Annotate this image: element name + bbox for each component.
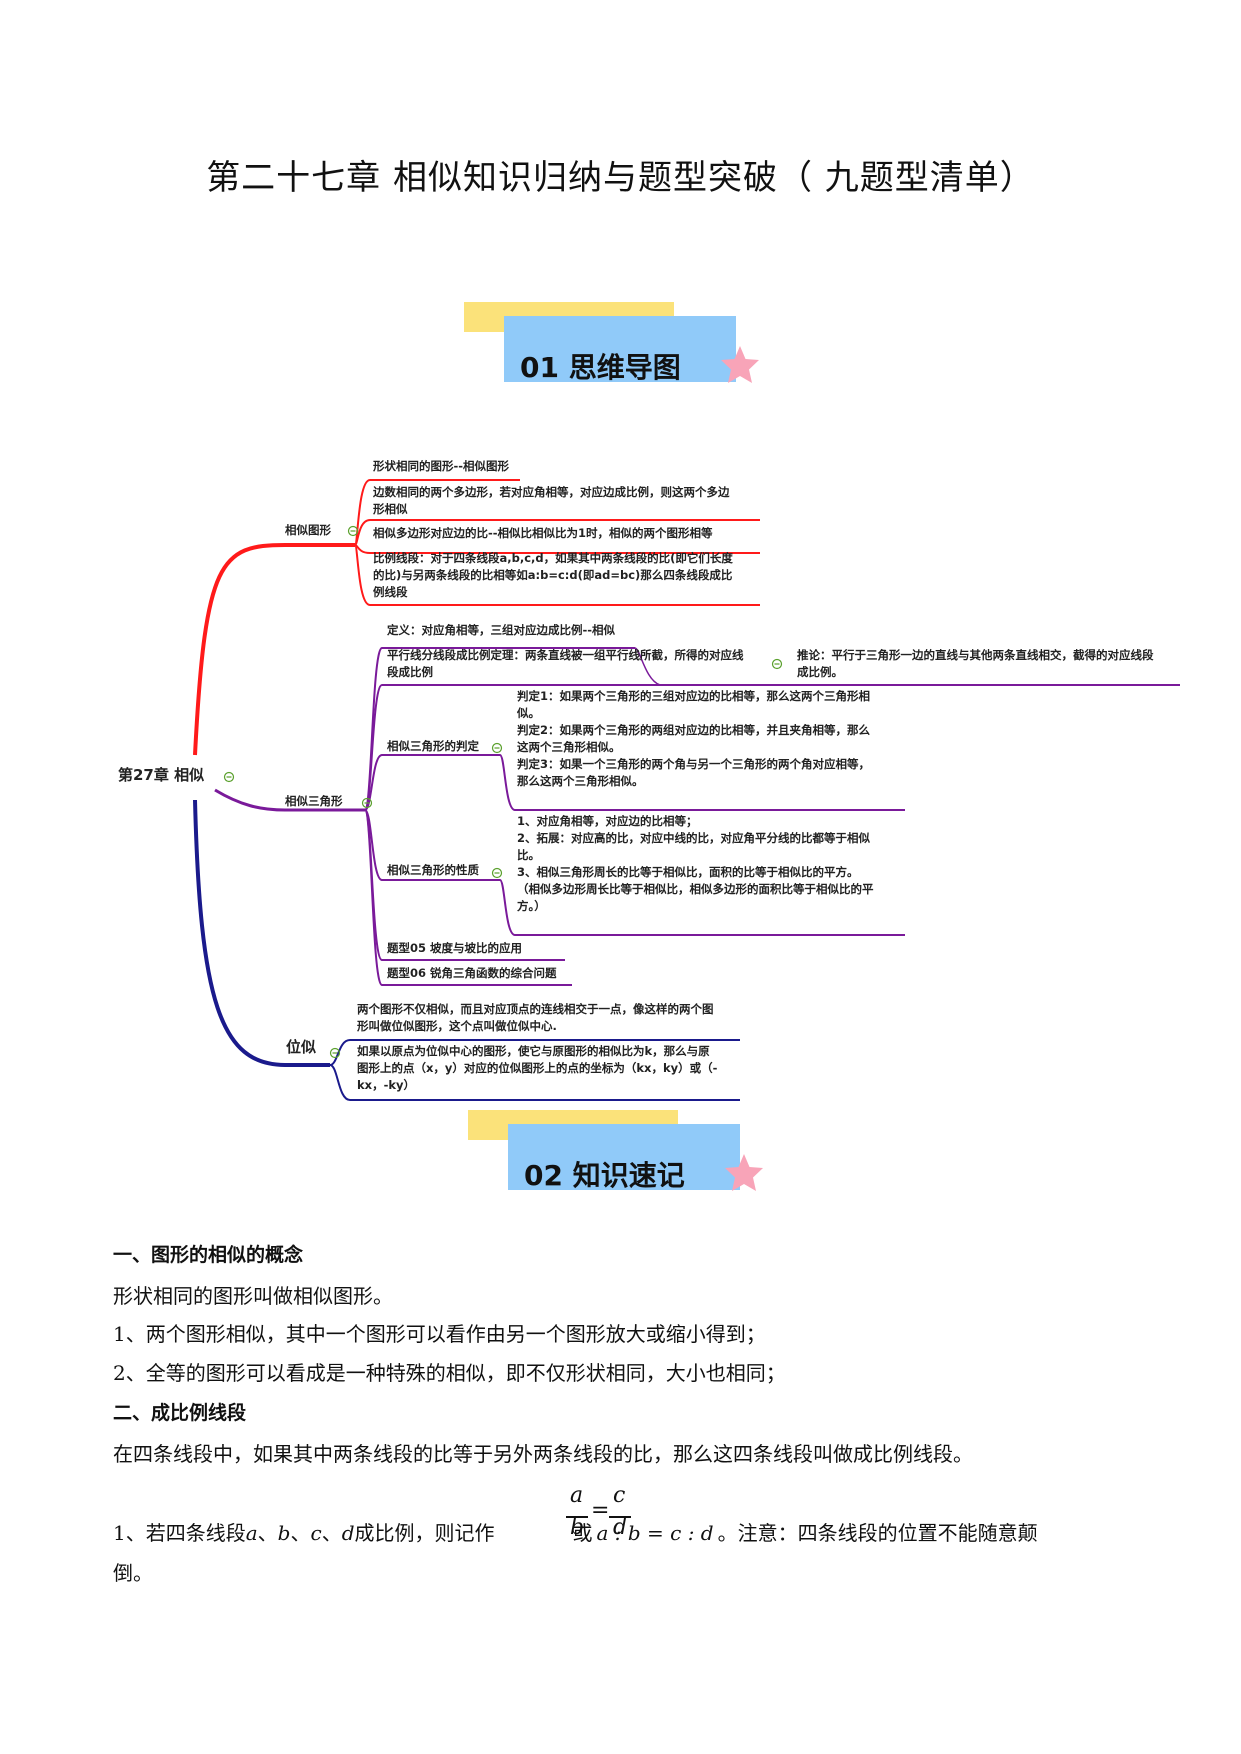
leaf-type06: 题型06 锐角三角函数的综合问题 [387,966,557,980]
leaf-type05: 题型05 坡度与坡比的应用 [387,941,523,955]
heading-similar-concept: 一、图形的相似的概念 [113,1244,304,1266]
section-banner-notes: 02 知识速记 [468,1110,768,1210]
paragraph: 2、全等的图形可以看成是一种特殊的相似，即不仅形状相同，大小也相同； [113,1361,786,1385]
banner-blue-block [508,1124,740,1190]
leaf-corollary: 推论：平行于三角形一边的直线与其他两条直线相交，截得的对应线段 成比例。 [797,648,1154,679]
fraction-bar [609,1516,631,1518]
page-title: 第二十七章 相似知识归纳与题型突破（ 九题型清单） [206,158,1035,198]
branch-label-homothety: 位似 [286,1038,317,1056]
leaf-similar-figures-1: 形状相同的图形--相似图形 [373,459,510,473]
star-icon [725,1154,763,1191]
paragraph: 1、两个图形相似，其中一个图形可以看作由另一个图形放大或缩小得到； [113,1322,766,1346]
section-title: 01 思维导图 [520,351,681,384]
variable-c: c [310,1521,322,1545]
fraction-numerator-a: a [570,1483,584,1508]
branch-label-similar-figures: 相似图形 [285,523,331,537]
ratio-expression: a : b = c : d [596,1521,714,1545]
section-banner-mindmap: 01 思维导图 [464,302,764,402]
text: 。注意：四条线段的位置不能随意颠 [717,1521,1038,1545]
leaf-parallel-theorem: 平行线分线段成比例定理：两条直线被一组平行线所截，所得的对应线 段成比例 [387,648,744,679]
text: 、 [257,1521,278,1545]
text: 成比例，则记作 [354,1521,495,1545]
text: 、 [321,1521,342,1545]
fraction-bar [566,1516,588,1518]
node-judgement: 相似三角形的判定 [387,739,479,753]
branch-label-similar-triangles: 相似三角形 [285,794,343,808]
mindmap-root: 第27章 相似 [118,766,205,784]
fraction-denominator-d: d [613,1515,628,1540]
equals-sign: = [591,1498,610,1523]
leaf-similar-figures-4: 比例线段：对于四条线段a,b,c,d，如果其中两条线段的比(即它们长度 的比)与… [373,551,733,599]
variable-b: b [277,1521,291,1545]
paragraph: 形状相同的图形叫做相似图形。 [113,1284,393,1308]
leaf-homothety-2: 如果以原点为位似中心的图形，使它与原图形的相似比为k，那么与原 图形上的点（x，… [357,1044,718,1092]
banner-blue-block [504,316,736,382]
leaf-judgement: 判定1：如果两个三角形的三组对应边的比相等，那么这两个三角形相 似。 判定2：如… [517,689,870,788]
leaf-property: 1、对应角相等，对应边的比相等； 2、拓展：对应高的比，对应中线的比，对应角平分… [517,814,874,913]
text: 、 [290,1521,311,1545]
section-title: 02 知识速记 [524,1159,685,1192]
node-property: 相似三角形的性质 [387,863,479,877]
leaf-definition: 定义：对应角相等，三组对应边成比例--相似 [387,623,616,637]
text: 1、若四条线段 [113,1521,246,1545]
star-icon [721,346,759,383]
fraction-denominator-b: b [570,1515,585,1540]
text: 或 [572,1521,593,1545]
leaf-similar-figures-2: 边数相同的两个多边形，若对应角相等，对应边成比例，则这两个多边 形相似 [373,485,730,516]
heading-proportional-segments: 二、成比例线段 [113,1402,247,1424]
paragraph: 在四条线段中，如果其中两条线段的比等于另外两条线段的比，那么这四条线段叫做成比例… [113,1442,973,1466]
paragraph: 倒。 [113,1561,153,1585]
leaf-homothety-1: 两个图形不仅相似，而且对应顶点的连线相交于一点，像这样的两个图 形叫做位似图形，… [357,1002,714,1033]
variable-d: d [341,1521,355,1545]
variable-a: a [245,1521,258,1545]
fraction-numerator-c: c [613,1483,626,1508]
leaf-similar-figures-3: 相似多边形对应边的比--相似比相似比为1时，相似的两个图形相等 [373,526,713,540]
